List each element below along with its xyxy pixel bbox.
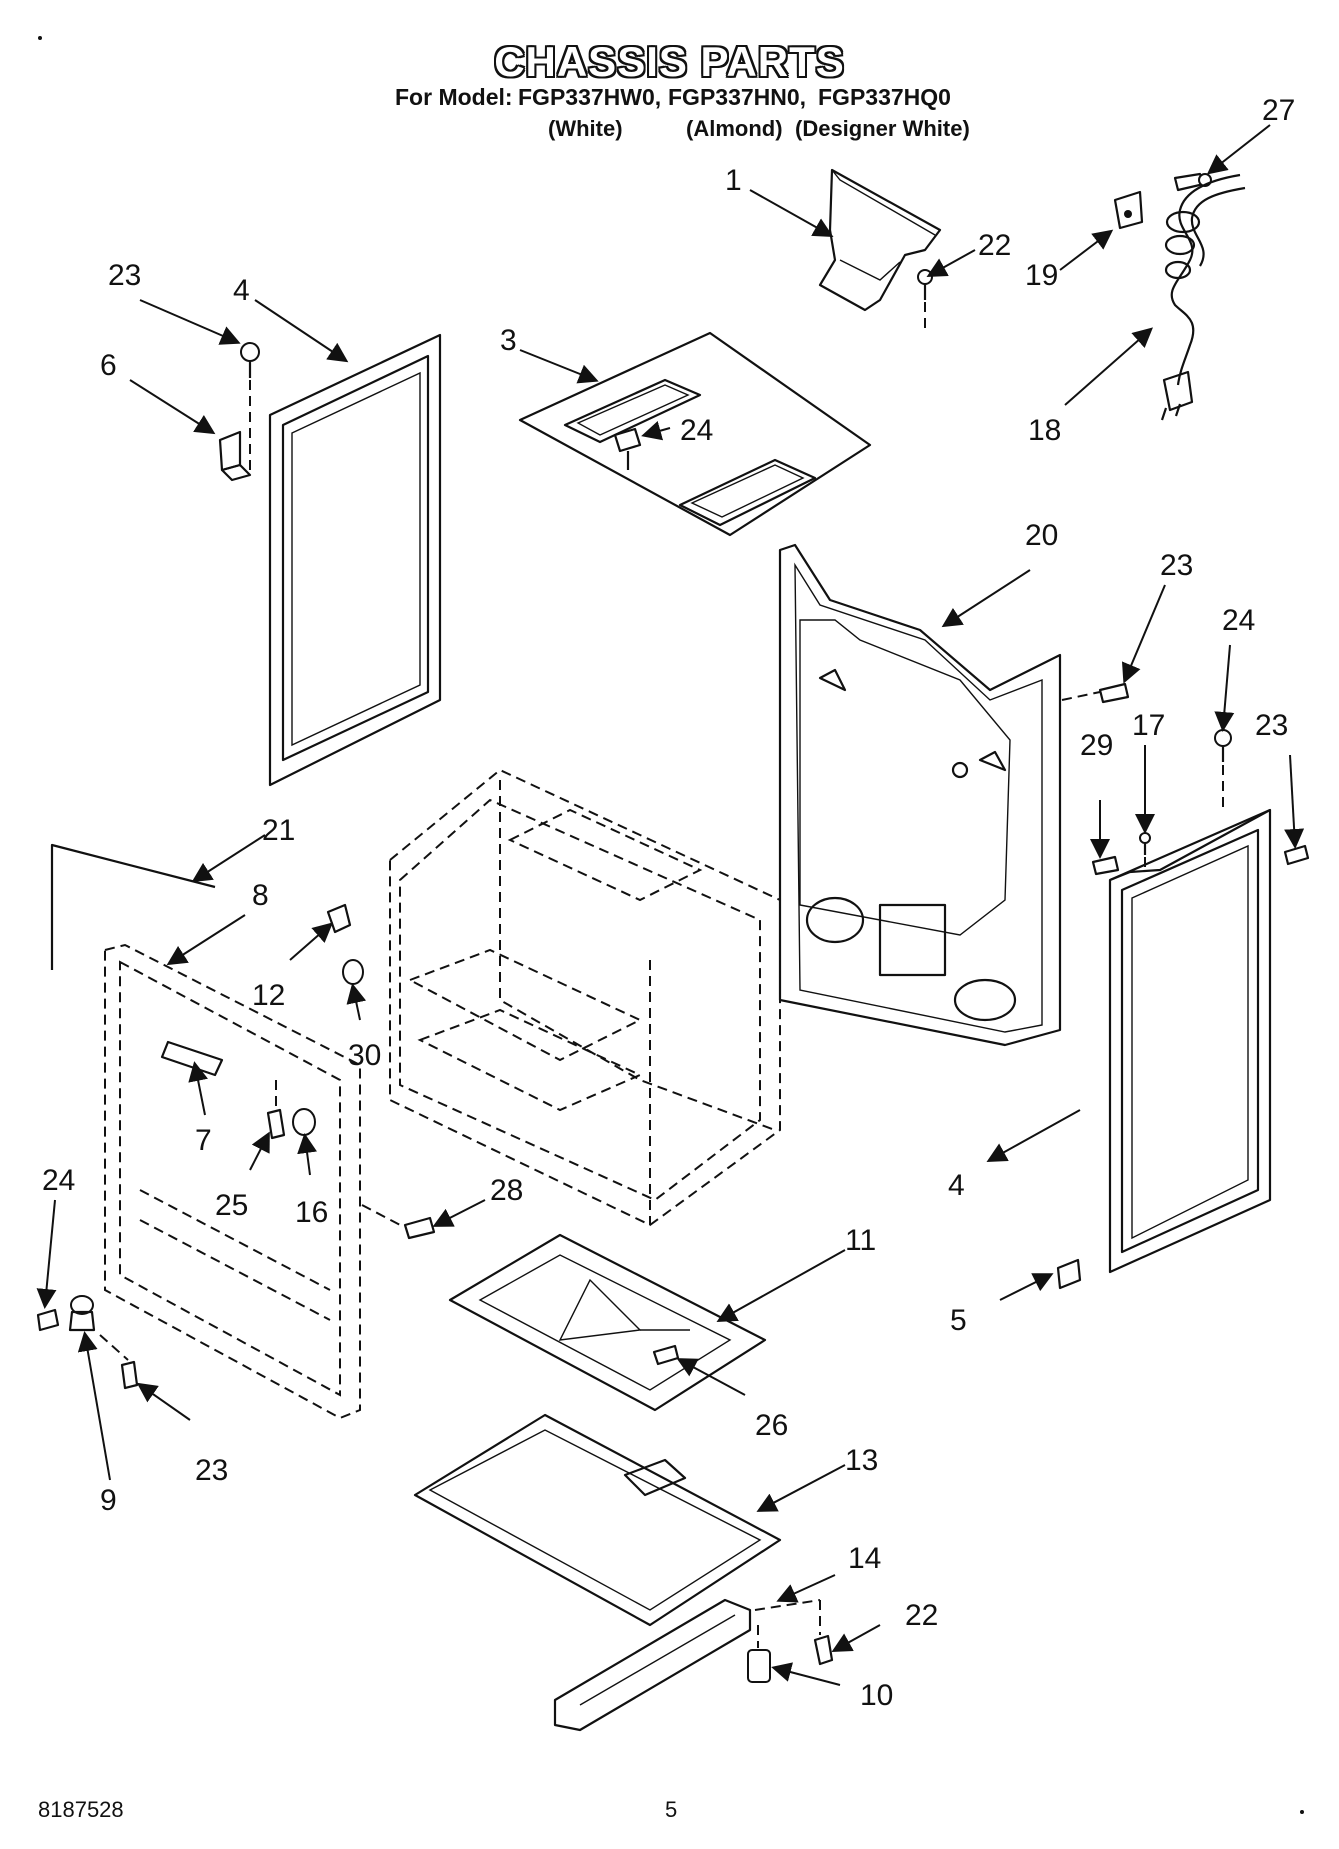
callout-6: 6 xyxy=(100,349,117,382)
model-prefix: For Model: xyxy=(395,84,519,110)
part-24-screw-right xyxy=(1214,729,1232,810)
callout-11: 11 xyxy=(845,1224,876,1257)
variant-white: (White) xyxy=(548,116,623,141)
variant-designer-white: (Designer White) xyxy=(795,116,970,141)
callout-23-top-left: 23 xyxy=(108,259,141,292)
callout-18: 18 xyxy=(1028,414,1061,447)
part-6-bracket xyxy=(218,430,252,482)
part-23-screw-right xyxy=(1283,844,1310,866)
callout-30: 30 xyxy=(348,1039,381,1072)
part-14-front-rail xyxy=(553,1598,821,1732)
callout-17: 17 xyxy=(1132,709,1165,742)
callout-22-top: 22 xyxy=(978,229,1011,262)
part-21-strip xyxy=(50,843,216,970)
model-number-designer-white: FGP337HQ0 xyxy=(818,84,951,110)
callout-24-left: 24 xyxy=(42,1164,75,1197)
callout-8: 8 xyxy=(252,879,269,912)
callout-24-right: 24 xyxy=(1222,604,1255,637)
callout-labels: 1 22 27 19 18 23 4 6 3 24 20 23 24 29 17… xyxy=(42,94,1295,1712)
model-number-white: FGP337HW0, xyxy=(518,84,662,110)
part-10-leveling-leg xyxy=(747,1625,771,1683)
scan-dot xyxy=(38,36,42,40)
part-22-screw-bottom xyxy=(813,1634,834,1666)
part-9-leveling-leg xyxy=(68,1295,96,1332)
part-7-badge xyxy=(160,1040,224,1077)
part-27-screw xyxy=(1173,172,1212,192)
document-number: 8187528 xyxy=(38,1797,124,1822)
callout-21: 21 xyxy=(262,814,295,847)
callout-23-bottom-left: 23 xyxy=(195,1454,228,1487)
page-number: 5 xyxy=(665,1797,678,1822)
part-12-clip xyxy=(326,903,352,934)
callout-20: 20 xyxy=(1025,519,1058,552)
callout-23-rear: 23 xyxy=(1160,549,1193,582)
page-title: CHASSIS PARTS xyxy=(494,38,845,85)
callout-3: 3 xyxy=(500,324,517,357)
callout-13: 13 xyxy=(845,1444,878,1477)
part-16-plug xyxy=(292,1108,316,1136)
part-24-screw-left xyxy=(36,1308,60,1332)
part-30-plug xyxy=(342,959,364,985)
oven-cavity xyxy=(389,768,781,1227)
part-19-bracket xyxy=(1113,190,1144,230)
callout-5: 5 xyxy=(950,1304,967,1337)
part-23-screw-top-left xyxy=(240,342,260,470)
part-3-burner-box xyxy=(518,331,872,537)
part-4-right-side-panel xyxy=(1108,808,1272,1274)
callout-29: 29 xyxy=(1080,729,1113,762)
part-4-left-side-panel xyxy=(268,333,442,787)
callout-9: 9 xyxy=(100,1484,117,1517)
callout-10: 10 xyxy=(860,1679,893,1712)
variant-almond: (Almond) xyxy=(686,116,783,141)
callout-7: 7 xyxy=(195,1124,212,1157)
part-24-screw-top xyxy=(613,427,642,470)
callout-14: 14 xyxy=(848,1542,881,1575)
part-29-screw xyxy=(1091,855,1120,876)
part-23-screw-rear xyxy=(1061,682,1130,704)
callout-4-left: 4 xyxy=(233,274,250,307)
part-5-clip xyxy=(1056,1258,1082,1290)
scan-dot xyxy=(1300,1810,1304,1814)
callout-16: 16 xyxy=(295,1196,328,1229)
callout-4-right: 4 xyxy=(948,1169,965,1202)
callout-25: 25 xyxy=(215,1189,248,1222)
callout-23-right: 23 xyxy=(1255,709,1288,742)
part-13-bottom-panel xyxy=(413,1413,782,1627)
part-28-screw xyxy=(361,1204,436,1240)
part-25-screw xyxy=(266,1080,286,1140)
leader-lines xyxy=(36,124,1305,1686)
callout-1: 1 xyxy=(725,164,742,197)
part-1-flue-duct xyxy=(818,168,942,312)
model-number-almond: FGP337HN0, xyxy=(668,84,807,110)
part-18-power-cord xyxy=(1160,173,1246,421)
callout-19: 19 xyxy=(1025,259,1058,292)
callout-12: 12 xyxy=(252,979,285,1012)
part-11-burner-tray xyxy=(448,1233,767,1412)
callout-28: 28 xyxy=(490,1174,523,1207)
callout-22-bottom: 22 xyxy=(905,1599,938,1632)
part-20-rear-panel xyxy=(778,543,1062,1047)
part-8-front-frame xyxy=(104,943,361,1420)
callout-26: 26 xyxy=(755,1409,788,1442)
callout-24-top: 24 xyxy=(680,414,713,447)
callout-27: 27 xyxy=(1262,94,1295,127)
part-26-screw xyxy=(652,1344,680,1366)
part-22-screw-top xyxy=(917,269,933,330)
part-23-screw-bottom-left xyxy=(99,1334,139,1390)
